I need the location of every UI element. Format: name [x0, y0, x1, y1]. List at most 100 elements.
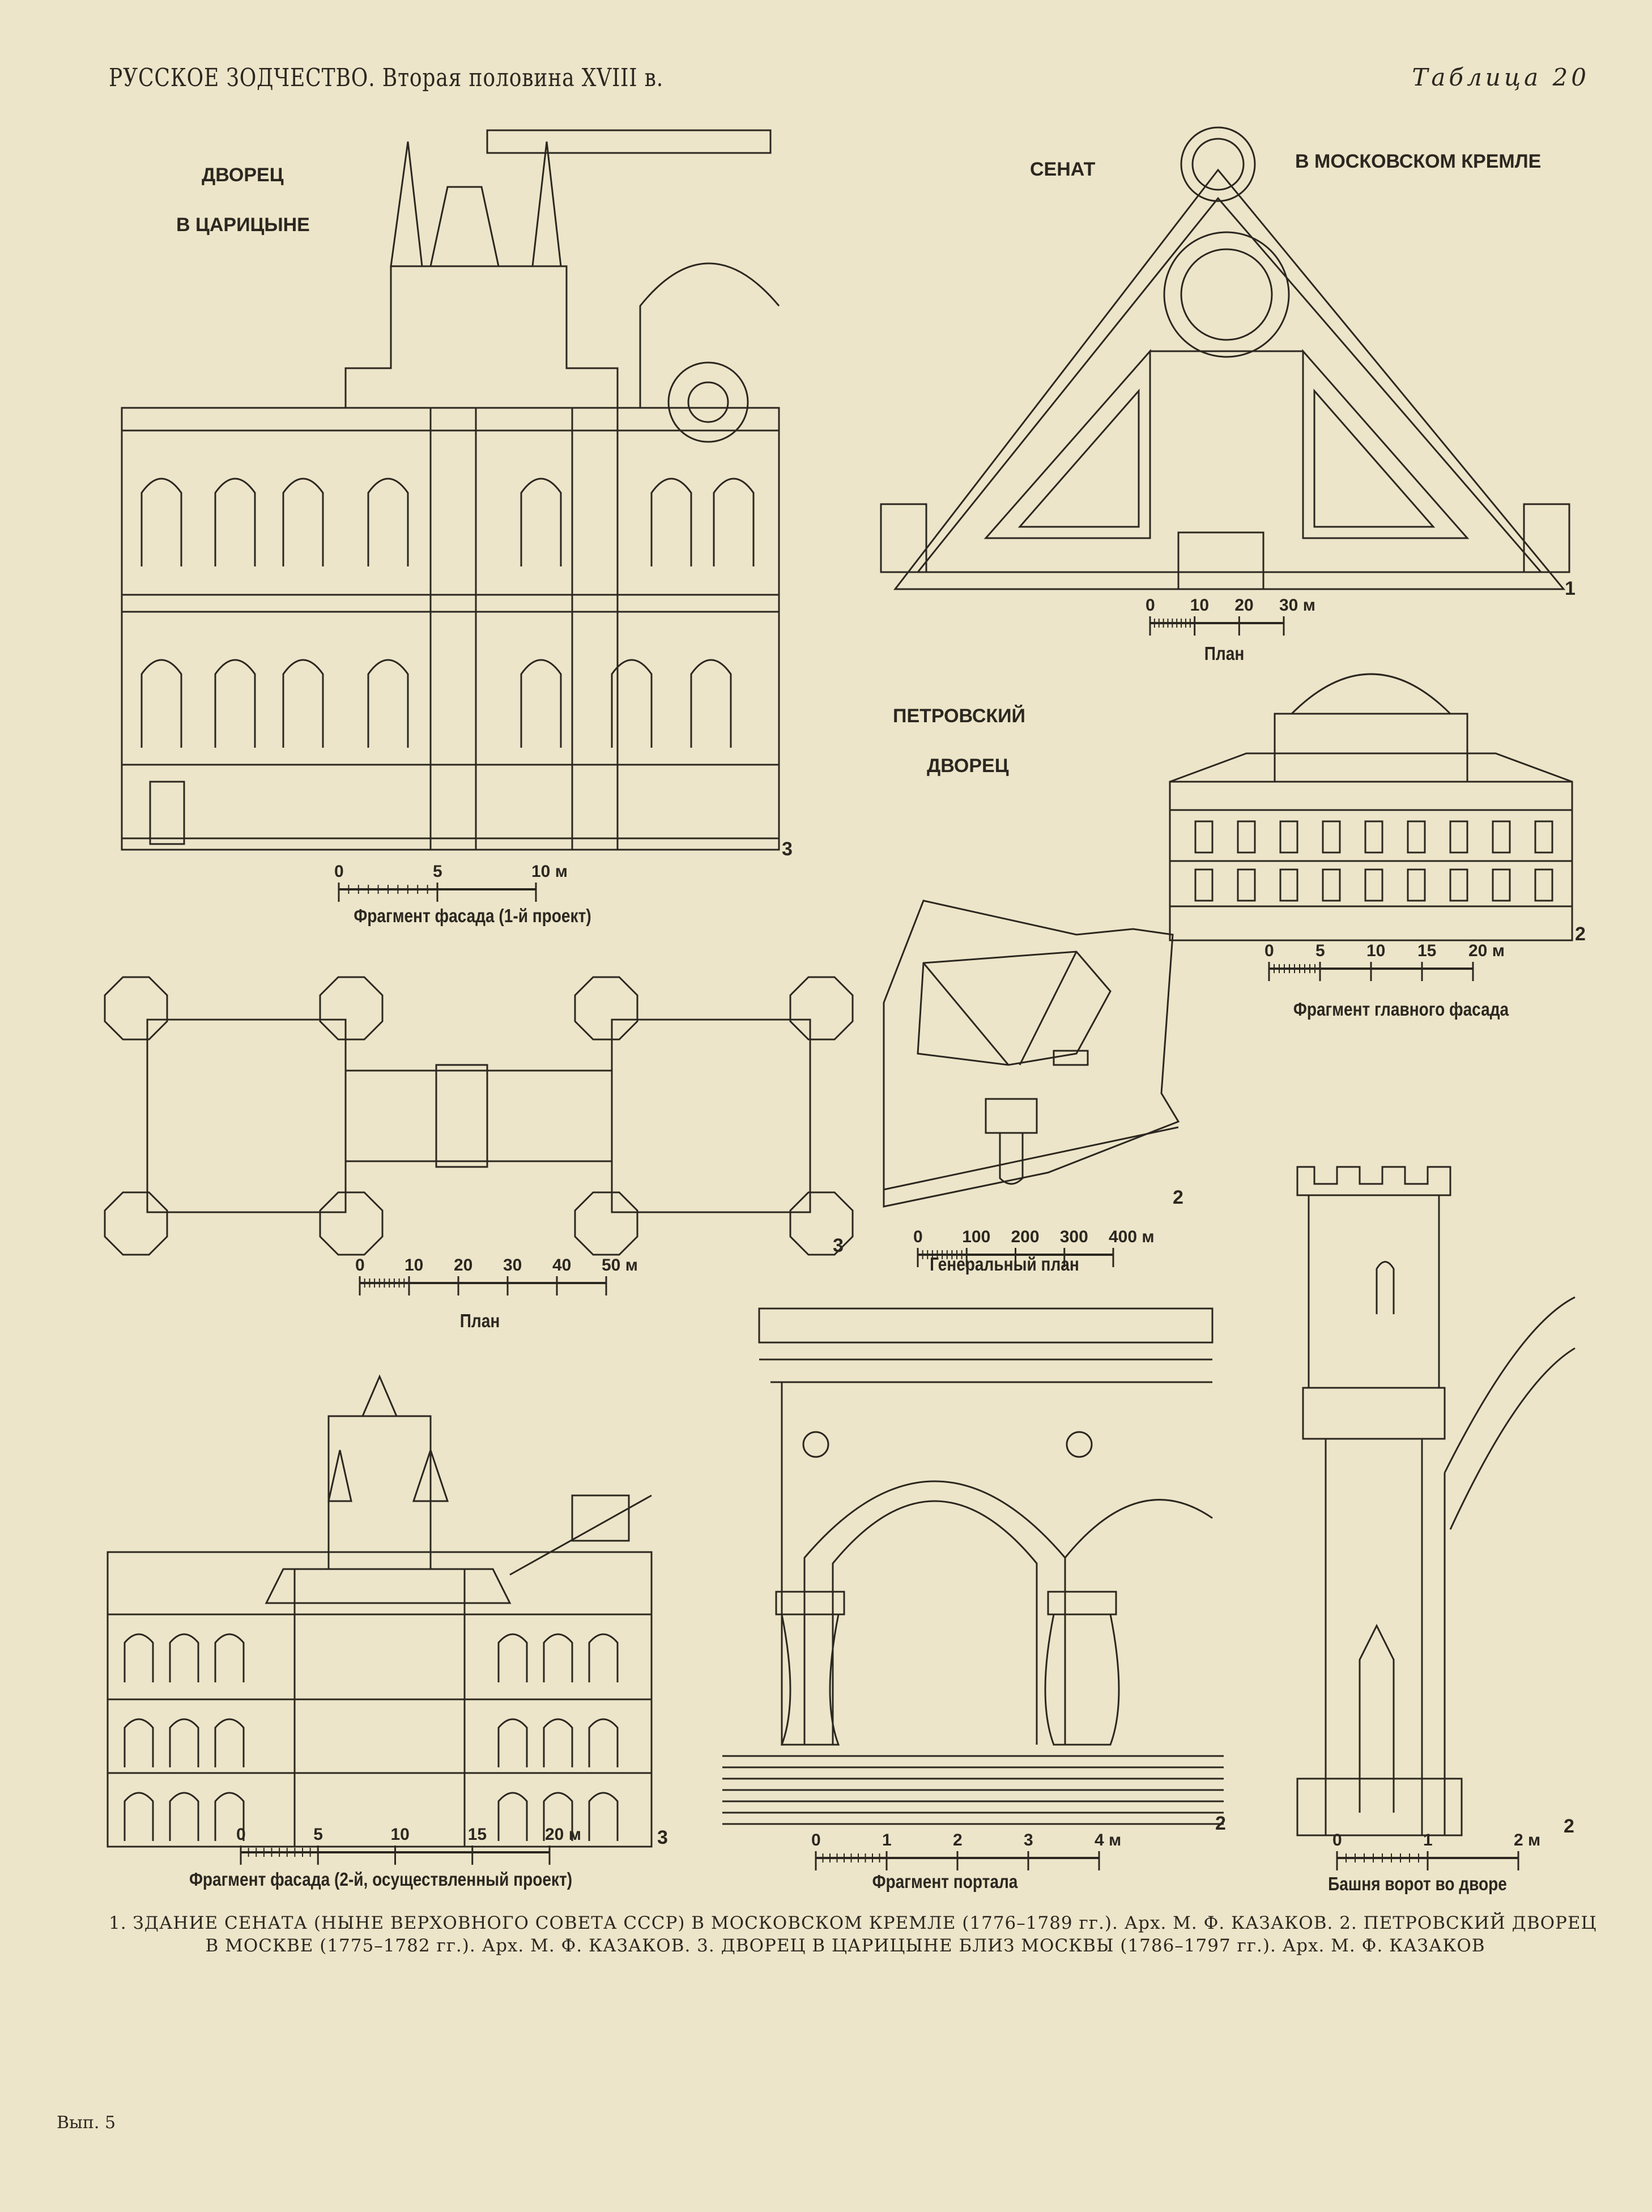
petrovsky-general-plan-caption: Генеральный план [930, 1254, 1079, 1275]
arched-window [125, 1719, 153, 1767]
scale-tick-label: 0 [236, 1825, 246, 1844]
arched-window [612, 660, 652, 748]
scale-tick-label: 20 [454, 1256, 472, 1275]
window [1323, 870, 1340, 901]
scale-tick-label: 100 [962, 1228, 990, 1246]
arched-window [215, 1634, 244, 1682]
plate-number: Таблица 20 [1412, 63, 1590, 91]
scale-tick-label: 3 [1024, 1831, 1033, 1849]
corner-tower [320, 1192, 382, 1255]
window [1323, 821, 1340, 853]
portal-caption: Фрагмент портала [872, 1871, 1018, 1892]
arched-window [714, 479, 753, 566]
arched-window [544, 1793, 572, 1841]
window [1238, 870, 1255, 901]
label-senate: СЕНАТ [1030, 159, 1096, 180]
window [1365, 821, 1382, 853]
scale-tick-label: 30 [503, 1256, 522, 1275]
label-petrovsky-palace: ДВОРЕЦ [927, 755, 1009, 777]
arched-window [170, 1793, 198, 1841]
arched-window [499, 1634, 527, 1682]
arched-window [215, 1793, 244, 1841]
plate-caption: 1. ЗДАНИЕ СЕНАТА (НЫНЕ ВЕРХОВНОГО СОВЕТА… [109, 1912, 1596, 1957]
scale-tick-label: 10 м [531, 862, 568, 881]
petrovsky-facade-number: 2 [1575, 923, 1586, 945]
arched-window [170, 1634, 198, 1682]
scale-tick-label: 40 [552, 1256, 571, 1275]
arched-window [283, 660, 323, 748]
petrovsky-general-plan-drawing [884, 901, 1178, 1207]
scale-tick-label: 2 [953, 1831, 963, 1849]
scale-tick-label: 2 м [1514, 1831, 1540, 1849]
scale-tick-label: 1 [882, 1831, 892, 1849]
scale-tick-label: 5 [433, 862, 442, 881]
portal-drawing [722, 1309, 1224, 1824]
tsaritsyno-facade-2-drawing [108, 1376, 652, 1847]
corner-tower [320, 977, 382, 1039]
scale-tick-label: 200 [1011, 1228, 1040, 1246]
scale-tick-label: 20 [1234, 596, 1253, 615]
tsaritsyno-facade-2-number: 3 [657, 1827, 668, 1848]
tsaritsyno-plan-drawing [105, 977, 853, 1255]
window [1535, 870, 1552, 901]
arched-window [368, 479, 408, 566]
arched-window [499, 1793, 527, 1841]
tsaritsyno-facade-1-caption: Фрагмент фасада (1-й проект) [354, 905, 591, 926]
scale-tick-label: 4 м [1095, 1831, 1121, 1849]
tsaritsyno-plan-number: 3 [833, 1235, 844, 1256]
corner-tower [790, 1192, 853, 1255]
scale-tick-label: 30 м [1279, 596, 1315, 615]
scale-tick-label: 10 [1190, 596, 1209, 615]
scale-tick-label: 5 [313, 1825, 323, 1844]
arched-window [652, 479, 691, 566]
tsaritsyno-facade-1-drawing [122, 130, 779, 850]
scale-tick-label: 10 [1366, 941, 1385, 960]
arched-window [499, 1719, 527, 1767]
page-header-title: РУССКОЕ ЗОДЧЕСТВО. Вторая половина XVIII… [109, 63, 664, 92]
window [1535, 821, 1552, 853]
corner-tower [575, 1192, 637, 1255]
arched-window [589, 1634, 618, 1682]
arched-window [589, 1719, 618, 1767]
label-kremlin: В МОСКОВСКОМ КРЕМЛЕ [1295, 151, 1542, 172]
window [1195, 870, 1212, 901]
arched-window [521, 660, 561, 748]
window [1195, 821, 1212, 853]
corner-tower [575, 977, 637, 1039]
gate-tower-drawing [1297, 1167, 1575, 1835]
senate-plan-drawing [881, 127, 1569, 589]
scale-tick-label: 15 [1417, 941, 1436, 960]
tsaritsyno-facade-2-caption: Фрагмент фасада (2-й, осуществленный про… [189, 1869, 573, 1890]
scale-tick-label: 10 [405, 1256, 423, 1275]
arched-window [544, 1634, 572, 1682]
window [1280, 821, 1297, 853]
scale-tick-label: 0 [1146, 596, 1155, 615]
arched-window [589, 1793, 618, 1841]
arched-window [125, 1634, 153, 1682]
corner-tower [105, 977, 167, 1039]
window [1450, 870, 1467, 901]
arched-window [142, 660, 181, 748]
senate-plan-number: 1 [1565, 578, 1576, 599]
scale-tick-label: 0 [913, 1228, 923, 1246]
scale-tick-label: 20 м [545, 1825, 581, 1844]
scale-tick-label: 5 [1315, 941, 1325, 960]
petrovsky-facade-caption: Фрагмент главного фасада [1293, 999, 1509, 1020]
tsaritsyno-facade-1-number: 3 [782, 838, 793, 860]
window [1238, 821, 1255, 853]
window [1280, 870, 1297, 901]
scale-tick-label: 0 [334, 862, 344, 881]
arched-window [691, 660, 731, 748]
arched-window [170, 1719, 198, 1767]
arched-window [215, 660, 255, 748]
window [1493, 821, 1510, 853]
gate-tower-number: 2 [1564, 1815, 1574, 1837]
window [1408, 870, 1425, 901]
scale-tick-label: 20 м [1468, 941, 1505, 960]
